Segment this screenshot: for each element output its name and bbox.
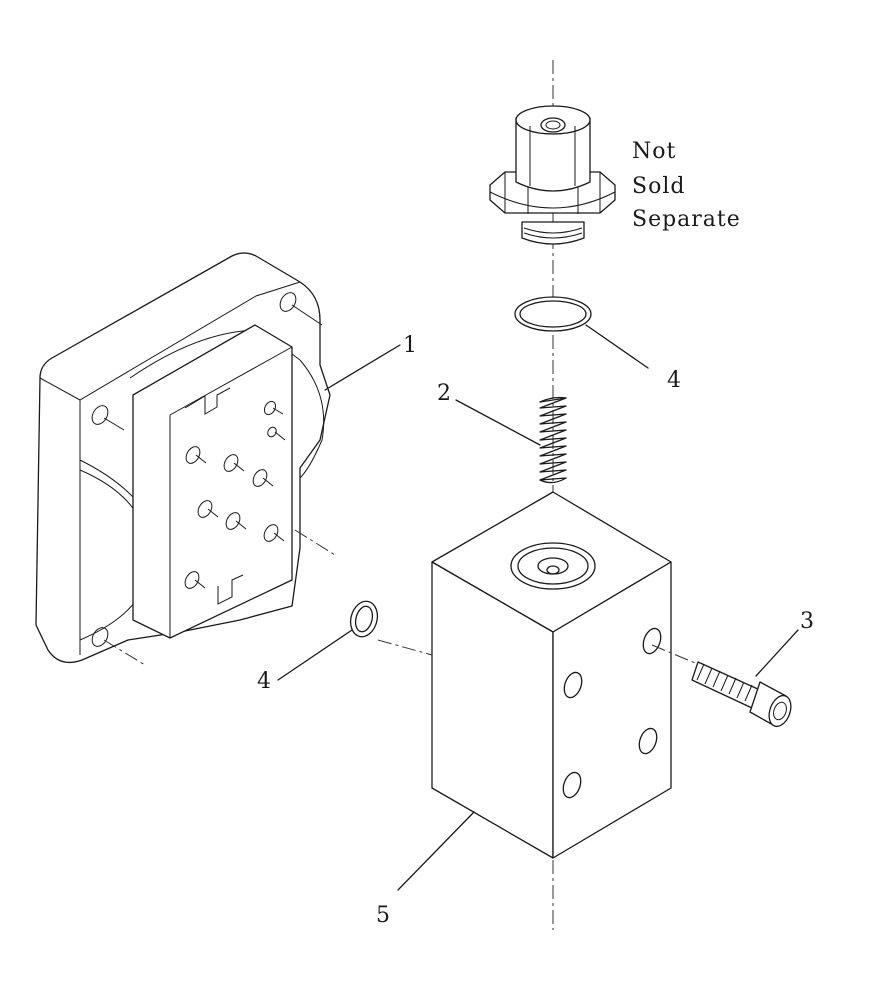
- callout-4-upper: 4: [667, 368, 681, 393]
- cover-plate: [35, 252, 336, 666]
- note-line-3: Separate: [632, 207, 741, 232]
- ring-axis-line: [377, 639, 433, 656]
- leader-4-lower: [277, 629, 353, 681]
- leader-3: [755, 629, 799, 677]
- callout-3: 3: [800, 609, 814, 634]
- leader-1: [324, 344, 401, 391]
- callout-2: 2: [437, 381, 451, 406]
- note-line-1: Not: [632, 139, 676, 164]
- callout-5: 5: [376, 903, 390, 928]
- callout-1: 1: [403, 333, 417, 358]
- note-line-2: Sold: [632, 174, 685, 199]
- seal-ring-upper: [514, 296, 592, 332]
- fitting-not-sold-separate: [489, 105, 616, 245]
- leader-4-upper: [585, 324, 649, 369]
- cap-screw: [691, 661, 792, 728]
- leader-2: [455, 399, 541, 446]
- valve-block: [431, 491, 672, 859]
- seal-ring-lower: [349, 600, 379, 638]
- leader-5: [397, 811, 475, 891]
- screw-axis-line: [651, 644, 701, 666]
- callout-4-lower: 4: [257, 669, 271, 694]
- spring: [539, 396, 567, 484]
